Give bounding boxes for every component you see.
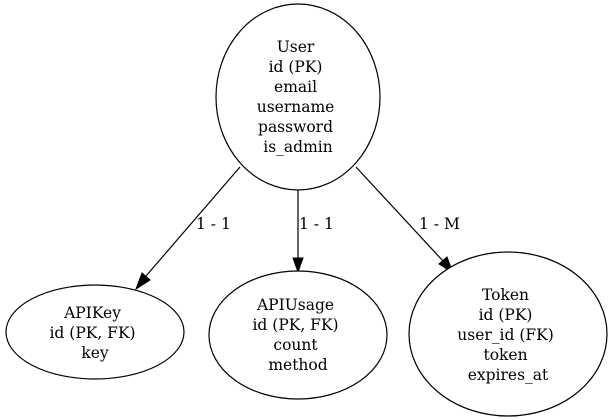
node-apiusage: APIUsage id (PK, FK) count method [208, 270, 388, 400]
node-title: APIUsage [256, 296, 334, 314]
node-user: User id (PK) email username password is_… [215, 3, 381, 191]
node-token-label: Token id (PK) user_id (FK) token expires… [457, 286, 558, 384]
node-field: user_id (FK) [457, 326, 554, 344]
node-field: id (PK, FK) [49, 324, 135, 342]
node-apiusage-shape [208, 270, 388, 400]
edge-label-user-apikey: 1 - 1 [196, 215, 231, 233]
arrow-head [135, 272, 151, 291]
node-field: count [273, 336, 318, 354]
edge-label-user-apiusage: 1 - 1 [299, 215, 334, 233]
node-apikey: APIKey id (PK, FK) key [5, 284, 185, 380]
node-title: Token [482, 286, 529, 304]
node-field: id (PK) [479, 306, 533, 324]
node-field: expires_at [468, 366, 549, 384]
node-field: token [483, 346, 527, 364]
node-field: id (PK, FK) [252, 316, 338, 334]
edge-user-apikey: 1 - 1 [135, 166, 241, 291]
node-title: APIKey [63, 304, 121, 322]
node-field: password [258, 118, 333, 136]
node-user-shape [215, 3, 381, 191]
edge-user-token: 1 - M [355, 166, 460, 275]
node-token-shape [408, 251, 608, 417]
node-apikey-shape [5, 284, 185, 380]
node-apikey-label: APIKey id (PK, FK) key [49, 304, 140, 362]
node-apiusage-label: APIUsage id (PK, FK) count method [252, 296, 343, 374]
node-token: Token id (PK) user_id (FK) token expires… [408, 251, 608, 417]
node-title: User [277, 38, 315, 56]
edge-line [145, 166, 241, 277]
edge-label-user-token: 1 - M [419, 215, 460, 233]
node-field: is_admin [263, 138, 332, 156]
node-field: email [274, 78, 317, 96]
edge-line [355, 166, 444, 262]
node-user-label: User id (PK) email username password is_… [257, 38, 340, 156]
node-field: username [257, 98, 335, 116]
node-field: id (PK) [269, 58, 323, 76]
node-field: key [81, 344, 109, 362]
arrow-head [292, 257, 304, 274]
edge-user-apiusage: 1 - 1 [292, 190, 334, 274]
node-field: method [268, 356, 327, 374]
